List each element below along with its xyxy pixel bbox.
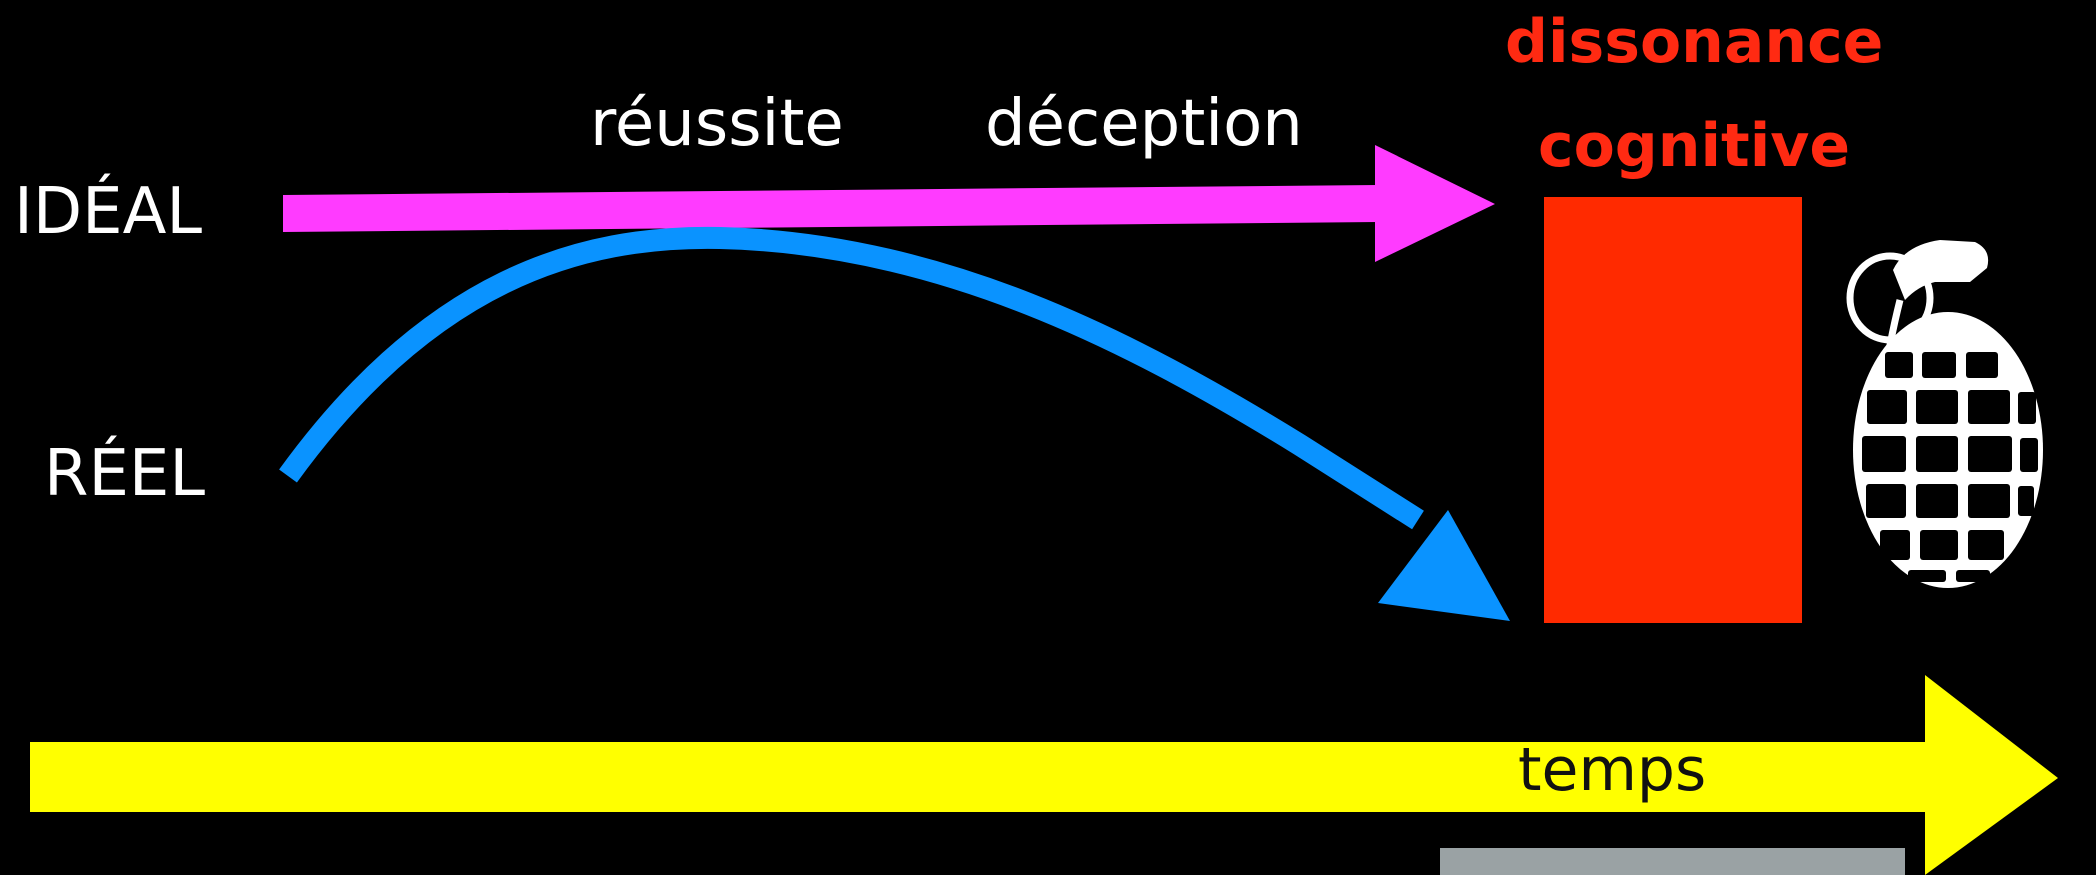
time-arrow-shaft — [30, 742, 1930, 812]
ideal-arrow — [283, 145, 1495, 262]
time-arrow-head — [1925, 675, 2058, 875]
photo-fragment — [1440, 848, 1905, 875]
reel-label: RÉEL — [44, 437, 205, 511]
ideal-label: IDÉAL — [14, 175, 203, 249]
real-curve-arrow — [279, 226, 1510, 621]
real-curve-path — [279, 226, 1424, 530]
ideal-arrow-head — [1375, 145, 1495, 262]
time-arrow — [30, 675, 2058, 875]
real-curve-arrow-head — [1378, 510, 1510, 621]
grenade-lever — [1893, 240, 1989, 300]
dissonance-label-line1: dissonance — [1505, 7, 1884, 77]
grenade-segments — [1862, 352, 2038, 582]
ideal-arrow-shaft — [283, 185, 1378, 232]
dissonance-label-line2: cognitive — [1538, 111, 1851, 181]
reussite-label: réussite — [590, 87, 844, 161]
temps-label: temps — [1518, 735, 1707, 805]
grenade-icon — [1846, 240, 2043, 588]
dissonance-block — [1544, 197, 1802, 623]
deception-label: déception — [985, 87, 1303, 161]
